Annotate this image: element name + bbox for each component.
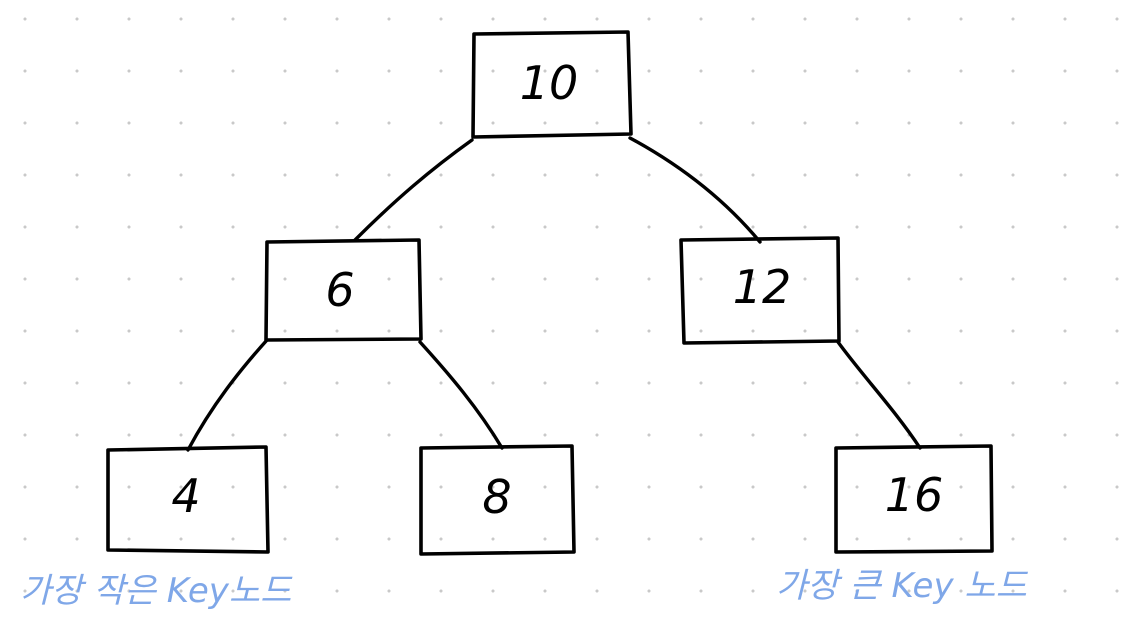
node-key: 16 [885, 468, 944, 522]
node-key: 12 [733, 260, 792, 314]
edge-10-12 [628, 136, 762, 244]
node-box [264, 238, 423, 342]
min-key-annotation: 가장 작은 Key노드 [20, 571, 293, 611]
tree-node-8: 8 [419, 444, 576, 556]
tree-node-12: 12 [679, 236, 841, 345]
tree-node-6: 6 [264, 238, 423, 342]
node-key: 6 [325, 263, 354, 317]
node-box [679, 236, 841, 345]
node-box [834, 444, 994, 554]
node-box [471, 30, 633, 139]
tree-edges [186, 136, 922, 452]
tree-node-16: 16 [834, 444, 994, 554]
node-key: 10 [520, 56, 579, 110]
edge-10-6 [353, 138, 474, 242]
tree-node-10: 10 [471, 30, 633, 139]
edge-12-16 [836, 340, 922, 450]
node-key: 8 [482, 470, 511, 524]
node-box [106, 445, 270, 554]
node-box [419, 444, 576, 556]
edge-6-8 [418, 340, 504, 450]
tree-node-4: 4 [106, 445, 270, 554]
edge-6-4 [186, 338, 269, 452]
node-key: 4 [171, 469, 200, 523]
max-key-annotation: 가장 큰 Key 노드 [776, 566, 1029, 606]
